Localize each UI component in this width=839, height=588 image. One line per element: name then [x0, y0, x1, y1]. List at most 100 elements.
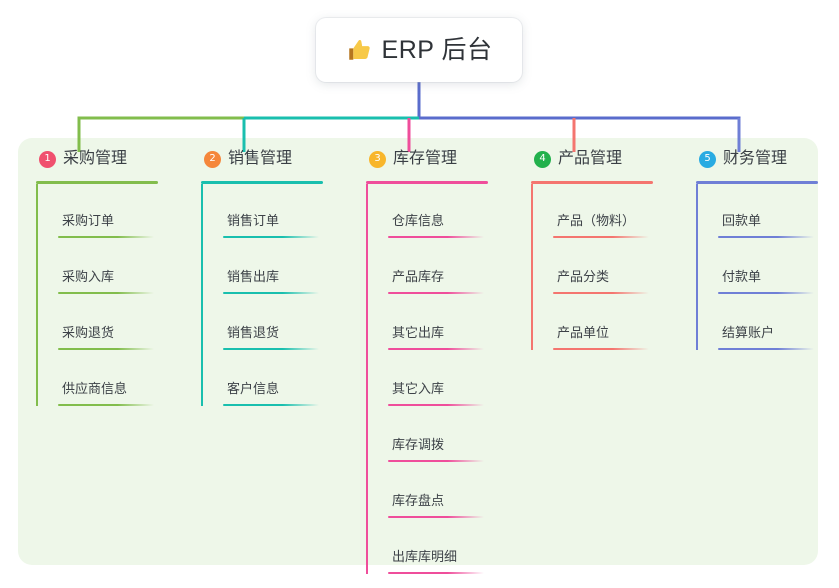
column-items: 回款单付款单结算账户 [696, 184, 839, 352]
root-title: ERP 后台 [381, 35, 493, 64]
list-item-underline [223, 236, 319, 238]
column-采购管理: 1 采购管理采购订单采购入库采购退货供应商信息 [36, 146, 188, 408]
list-item[interactable]: 采购入库 [58, 240, 188, 296]
list-item-label: 产品（物料） [557, 213, 636, 228]
column-items: 产品（物料） 产品分类产品单位 [531, 184, 683, 352]
list-item[interactable]: 产品（物料） [553, 184, 683, 240]
list-item-label: 产品库存 [392, 269, 445, 284]
list-item-underline [388, 236, 484, 238]
column-title: 采购管理 [63, 150, 128, 167]
list-item-label: 销售退货 [227, 325, 280, 340]
list-item[interactable]: 销售订单 [223, 184, 353, 240]
list-item-label: 产品单位 [557, 325, 610, 340]
column-badge-icon: 4 [534, 150, 551, 168]
list-item[interactable]: 回款单 [718, 184, 839, 240]
list-item-label: 回款单 [722, 213, 762, 228]
list-item[interactable]: 付款单 [718, 240, 839, 296]
list-item[interactable]: 仓库信息 [388, 184, 518, 240]
list-item[interactable]: 客户信息 [223, 352, 353, 408]
column-spine [696, 184, 698, 350]
column-items: 销售订单销售出库销售退货客户信息 [201, 184, 353, 408]
list-item-underline [718, 348, 814, 350]
list-item-underline [718, 236, 814, 238]
list-item-underline [388, 516, 484, 518]
list-item-underline [388, 572, 484, 574]
list-item-underline [58, 292, 154, 294]
column-spine [36, 184, 38, 406]
list-item-underline [553, 292, 649, 294]
list-item-label: 客户信息 [227, 381, 280, 396]
list-item[interactable]: 采购退货 [58, 296, 188, 352]
column-badge-icon: 2 [204, 150, 221, 168]
column-产品管理: 4 产品管理产品（物料） 产品分类产品单位 [531, 146, 683, 352]
list-item-underline [388, 460, 484, 462]
column-badge-icon: 3 [369, 150, 386, 168]
list-item-underline [223, 292, 319, 294]
column-badge-icon: 5 [699, 150, 716, 168]
list-item[interactable]: 产品库存 [388, 240, 518, 296]
column-spine [201, 184, 203, 406]
list-item-underline [58, 236, 154, 238]
list-item-underline [553, 236, 649, 238]
column-header-4[interactable]: 4 产品管理 [531, 146, 683, 172]
thumbs-up-icon [348, 40, 370, 60]
column-header-1[interactable]: 1 采购管理 [36, 146, 188, 172]
list-item-label: 付款单 [722, 269, 762, 284]
root-node-content: ERP 后台 [346, 37, 493, 63]
column-title: 库存管理 [393, 150, 458, 167]
root-node[interactable]: ERP 后台 [316, 18, 522, 82]
list-item-label: 其它出库 [392, 325, 445, 340]
list-item-underline [388, 404, 484, 406]
list-item-label: 其它入库 [392, 381, 445, 396]
list-item[interactable]: 库存盘点 [388, 464, 518, 520]
list-item[interactable]: 产品分类 [553, 240, 683, 296]
list-item-underline [553, 348, 649, 350]
column-header-3[interactable]: 3 库存管理 [366, 146, 518, 172]
column-header-underline [696, 181, 818, 184]
column-header-underline [366, 181, 488, 184]
list-item[interactable]: 其它出库 [388, 296, 518, 352]
list-item-label: 供应商信息 [62, 381, 128, 396]
column-header-underline [531, 181, 653, 184]
list-item-underline [223, 348, 319, 350]
list-item-underline [223, 404, 319, 406]
column-header-5[interactable]: 5 财务管理 [696, 146, 839, 172]
column-badge-icon: 1 [39, 150, 56, 168]
column-items: 采购订单采购入库采购退货供应商信息 [36, 184, 188, 408]
column-销售管理: 2 销售管理销售订单销售出库销售退货客户信息 [201, 146, 353, 408]
list-item[interactable]: 出库库明细 [388, 520, 518, 576]
list-item-underline [388, 292, 484, 294]
list-item[interactable]: 产品单位 [553, 296, 683, 352]
list-item-label: 出库库明细 [392, 549, 458, 564]
list-item-label: 销售订单 [227, 213, 280, 228]
column-spine [531, 184, 533, 350]
column-header-underline [201, 181, 323, 184]
list-item-label: 销售出库 [227, 269, 280, 284]
list-item-underline [58, 348, 154, 350]
diagram-panel [18, 138, 818, 565]
column-header-2[interactable]: 2 销售管理 [201, 146, 353, 172]
column-title: 销售管理 [228, 150, 293, 167]
list-item-label: 采购退货 [62, 325, 115, 340]
column-title: 产品管理 [558, 150, 623, 167]
column-库存管理: 3 库存管理仓库信息产品库存其它出库其它入库库存调拨库存盘点出库库明细 [366, 146, 518, 576]
list-item-label: 采购订单 [62, 213, 115, 228]
list-item[interactable]: 销售退货 [223, 296, 353, 352]
list-item-underline [58, 404, 154, 406]
column-spine [366, 184, 368, 574]
column-items: 仓库信息产品库存其它出库其它入库库存调拨库存盘点出库库明细 [366, 184, 518, 576]
column-财务管理: 5 财务管理回款单付款单结算账户 [696, 146, 839, 352]
list-item[interactable]: 库存调拨 [388, 408, 518, 464]
column-title: 财务管理 [723, 150, 788, 167]
list-item-underline [718, 292, 814, 294]
column-header-underline [36, 181, 158, 184]
list-item[interactable]: 其它入库 [388, 352, 518, 408]
list-item-label: 结算账户 [722, 325, 775, 340]
list-item[interactable]: 供应商信息 [58, 352, 188, 408]
list-item-label: 采购入库 [62, 269, 115, 284]
list-item-underline [388, 348, 484, 350]
list-item[interactable]: 销售出库 [223, 240, 353, 296]
list-item[interactable]: 采购订单 [58, 184, 188, 240]
list-item[interactable]: 结算账户 [718, 296, 839, 352]
